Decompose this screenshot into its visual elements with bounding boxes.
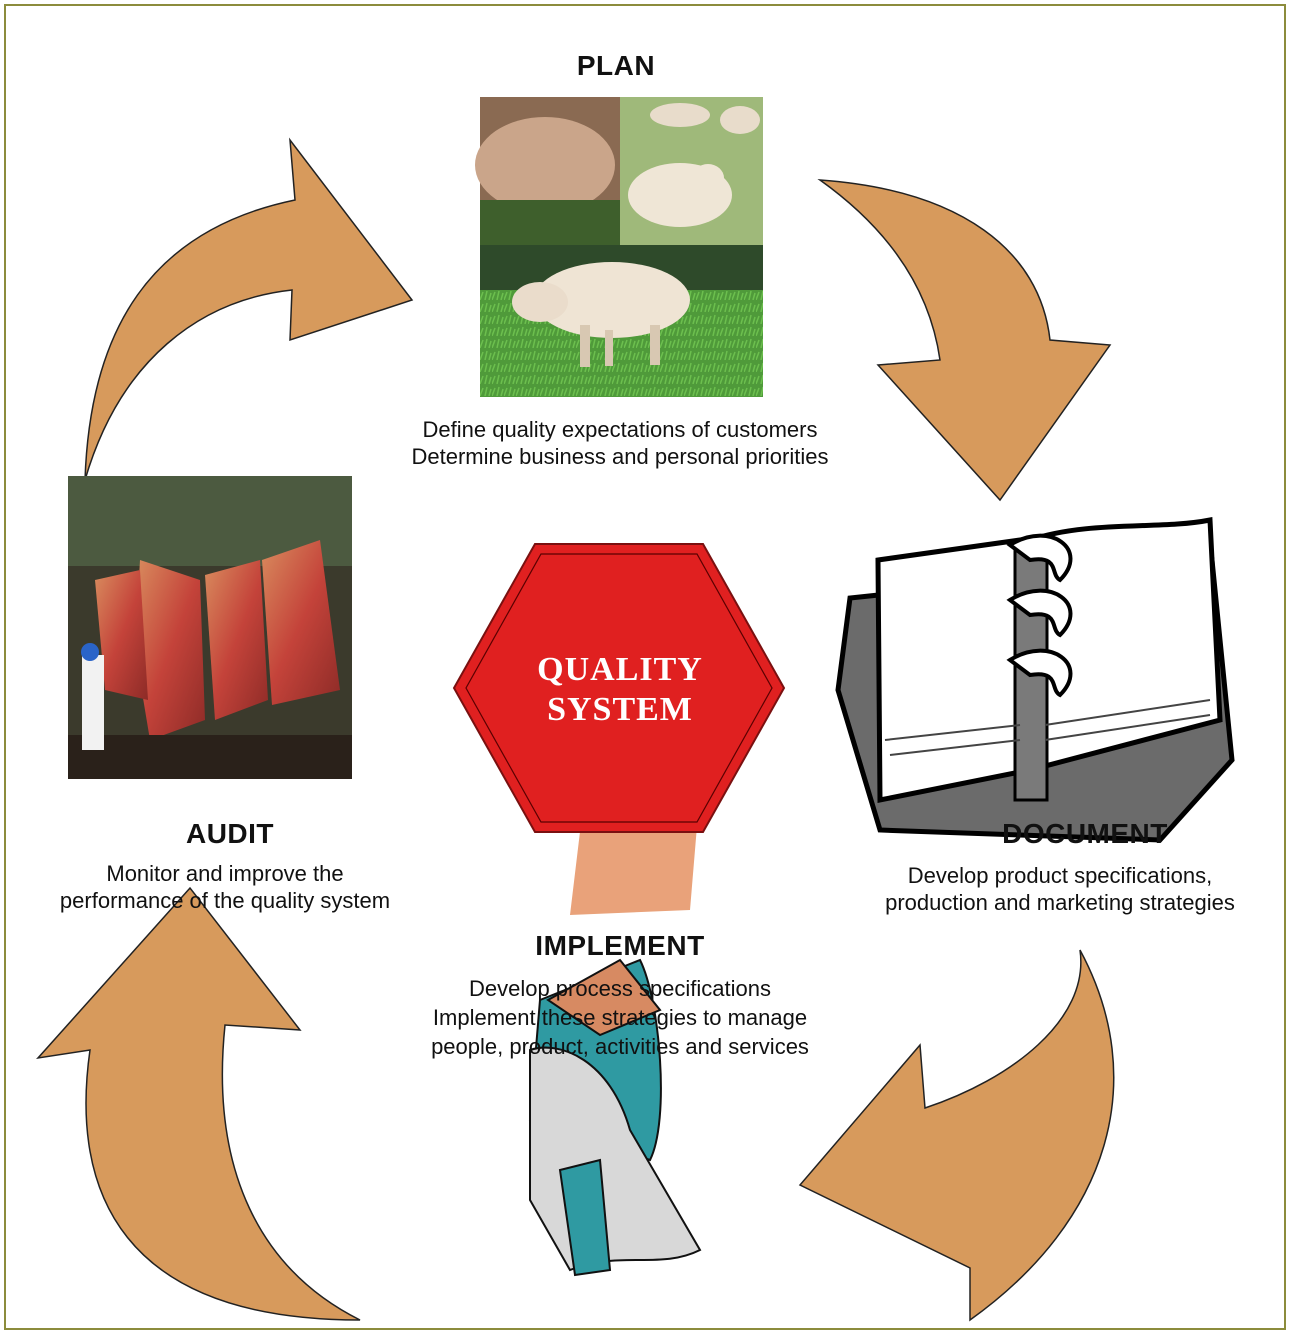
carcass-inspection-photo (68, 476, 352, 779)
plan-title: PLAN (576, 50, 656, 81)
quality-system-line2: SYSTEM (547, 691, 693, 728)
document-line-2: production and marketing strategies (885, 890, 1235, 915)
implement-line-3: people, product, activities and services (431, 1034, 809, 1059)
livestock-photo (475, 97, 763, 397)
implement-title: IMPLEMENT (535, 930, 705, 961)
document-description: Develop product specifications, producti… (840, 862, 1280, 916)
audit-title: AUDIT (185, 818, 275, 849)
document-line-1: Develop product specifications, (907, 863, 1213, 888)
arrow-implement-to-audit (36, 886, 361, 1321)
plan-line-1: Define quality expectations of customers (422, 417, 818, 442)
ring-binder-icon (835, 516, 1235, 843)
implement-line-1: Develop process specifications (468, 976, 772, 1001)
implement-line-2: Implement these strategies to manage (432, 1005, 808, 1030)
quality-system-label: QUALITY SYSTEM (470, 650, 770, 730)
quality-system-hexagon (452, 543, 786, 833)
audit-line-1: Monitor and improve the (106, 861, 344, 886)
audit-line-2: performance of the quality system (59, 888, 391, 913)
implement-description: Develop process specifications Implement… (360, 974, 880, 1061)
audit-description: Monitor and improve the performance of t… (20, 860, 430, 914)
arrow-audit-to-plan (84, 137, 414, 481)
plan-description: Define quality expectations of customers… (360, 416, 880, 470)
plan-line-2: Determine business and personal prioriti… (411, 444, 829, 469)
arrow-plan-to-document (817, 179, 1112, 502)
document-title: DOCUMENT (1002, 818, 1168, 849)
arrow-document-to-implement (798, 949, 1115, 1322)
quality-system-line1: QUALITY (537, 651, 703, 688)
